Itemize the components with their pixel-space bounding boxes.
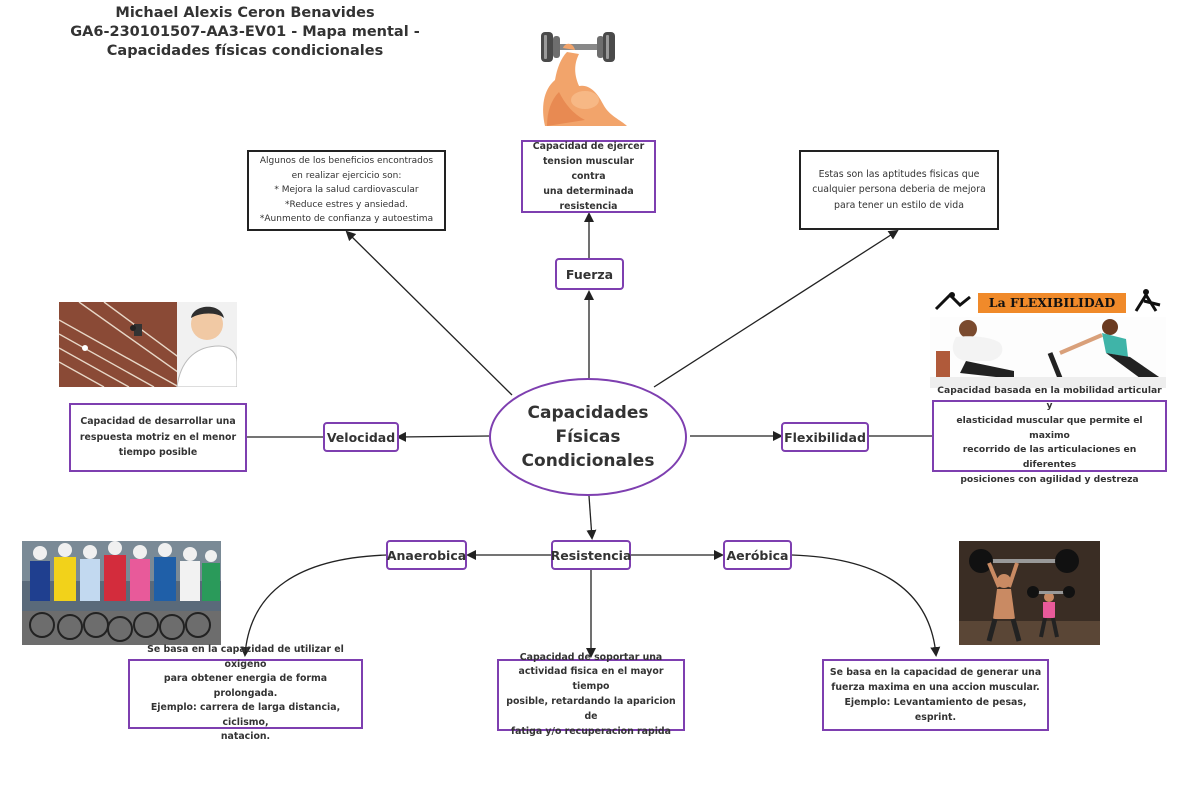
anaerobica-definition-line: Se basa en la capacidad de utilizar el o… (147, 644, 344, 670)
edge-center-resistencia (586, 495, 597, 540)
weightlifting-image (959, 541, 1100, 645)
aptitudes-box: Estas son las aptitudes fisicas que cual… (799, 150, 999, 230)
flexibilidad-definition-box: Capacidad basada en la mobilidad articul… (932, 385, 1167, 485)
benefits-line: Algunos de los beneficios encontrados (259, 156, 434, 167)
resistencia-definition-box: Capacidad de soportar una actividad fisi… (497, 652, 685, 737)
velocidad-definition-box: Capacidad de desarrollar una respuesta m… (69, 403, 247, 472)
flexibilidad-definition-line: recorrido de las articulaciones en difer… (962, 444, 1137, 471)
fuerza-definition-box: Capacidad de ejercer tension muscular co… (521, 140, 656, 213)
resistencia-definition-line: Capacidad de soportar una (519, 651, 663, 663)
edge-center-aptitudes (653, 229, 899, 388)
fuerza-definition-line: resistencia (559, 201, 618, 213)
benefits-line: * Mejora la salud cardiovascular (274, 185, 419, 196)
benefits-box: Algunos de los beneficios encontrados en… (247, 150, 446, 231)
edge-anaerobica-def (240, 554, 388, 657)
resistencia-definition-line: actividad fisica en el mayor tiempo (518, 666, 664, 693)
fuerza-definition-line: una determinada (543, 186, 634, 198)
aerobica-definition-box: Se basa en la capacidad de generar una f… (822, 659, 1049, 731)
running-track-image (59, 302, 237, 387)
aerobica-definition-line: Se basa en la capacidad de generar una (829, 666, 1042, 678)
author-name: Michael Alexis Ceron Benavides (115, 5, 375, 21)
velocidad-definition-line: Capacidad de desarrollar una (80, 416, 236, 428)
central-topic-line: Físicas (555, 427, 621, 447)
aptitudes-line: Estas son las aptitudes fisicas que (818, 168, 980, 180)
central-topic-line: Capacidades (527, 403, 649, 423)
edge-aerobica-def (791, 554, 941, 657)
resistencia-definition-line: fatiga y/o recuperacion rapida (511, 725, 671, 737)
node-fuerza[interactable]: Fuerza (555, 258, 624, 290)
aerobica-definition-line: Ejemplo: Levantamiento de pesas, esprint… (844, 697, 1027, 724)
benefits-line: *Aunmento de confianza y autoestima (259, 214, 434, 225)
central-topic-line: Condicionales (521, 451, 655, 471)
flexibilidad-definition-line: posiciones con agilidad y destreza (960, 474, 1139, 485)
anaerobica-definition-line: Ejemplo: carrera de larga distancia, cic… (150, 702, 341, 728)
benefits-line: *Reduce estres y ansiedad. (285, 199, 408, 210)
aptitudes-line: cualquier persona deberia de mejora (812, 184, 986, 196)
flexibilidad-definition-line: Capacidad basada en la mobilidad articul… (937, 385, 1162, 412)
activity-code: GA6-230101507-AA3-EV01 - Mapa mental - (70, 24, 420, 40)
central-topic[interactable]: Capacidades Físicas Condicionales (489, 378, 687, 496)
anaerobica-definition-line: para obtener energia de forma prolongada… (163, 673, 328, 699)
anaerobica-definition-box: Se basa en la capacidad de utilizar el o… (128, 644, 363, 742)
flexibilidad-definition-line: elasticidad muscular que permite el maxi… (956, 414, 1143, 441)
fuerza-definition-line: Capacidad de ejercer (532, 140, 645, 152)
flexibilidad-image: La FLEXIBILIDAD (930, 287, 1166, 388)
aerobica-definition-line: fuerza maxima en una accion muscular. (831, 681, 1040, 693)
document-title: Michael Alexis Ceron Benavides GA6-23010… (60, 4, 430, 61)
benefits-line: en realizar ejercicio son: (291, 170, 402, 181)
node-aerobica[interactable]: Aeróbica (723, 540, 792, 570)
node-anaerobica[interactable]: Anaerobica (386, 540, 467, 570)
resistencia-definition-line: posible, retardando la aparicion de (506, 696, 676, 722)
flexibilidad-banner-text: La FLEXIBILIDAD (988, 295, 1116, 310)
bicep-dumbbell-image (533, 28, 643, 132)
edge-center-velocidad (396, 431, 490, 442)
node-velocidad[interactable]: Velocidad (323, 422, 399, 452)
cycling-image (22, 541, 221, 645)
node-resistencia[interactable]: Resistencia (551, 540, 631, 570)
subject-title: Capacidades físicas condicionales (106, 43, 384, 59)
anaerobica-definition-line: natacion. (220, 731, 271, 743)
velocidad-definition-line: tiempo posible (118, 447, 198, 459)
fuerza-definition-line: tension muscular contra (542, 155, 635, 182)
velocidad-definition-line: respuesta motriz en el menor (79, 431, 237, 443)
aptitudes-line: para tener un estilo de vida (834, 199, 964, 211)
edge-center-beneficios (345, 230, 513, 396)
node-flexibilidad[interactable]: Flexibilidad (781, 422, 869, 452)
